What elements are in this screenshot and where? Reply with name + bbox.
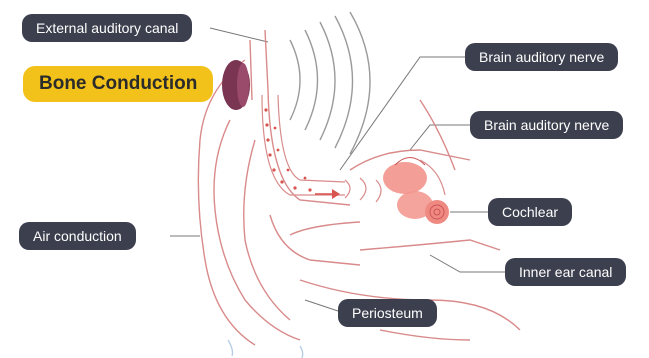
ear-canal — [262, 95, 381, 202]
label-external-auditory-canal: External auditory canal — [22, 14, 192, 42]
label-brain-auditory-nerve-2: Brain auditory nerve — [470, 111, 623, 139]
sound-waves — [290, 12, 370, 154]
label-bone-conduction: Bone Conduction — [23, 66, 213, 102]
cochlea-illustration — [383, 158, 449, 225]
label-cochlear: Cochlear — [488, 198, 572, 226]
bone-conduction-device — [222, 60, 250, 110]
label-periosteum: Periosteum — [338, 299, 437, 327]
label-brain-auditory-nerve-1: Brain auditory nerve — [465, 43, 618, 71]
vibration-path — [264, 108, 340, 199]
leader-lines — [170, 28, 505, 313]
label-inner-ear-canal: Inner ear canal — [505, 258, 626, 286]
label-air-conduction: Air conduction — [19, 222, 136, 250]
